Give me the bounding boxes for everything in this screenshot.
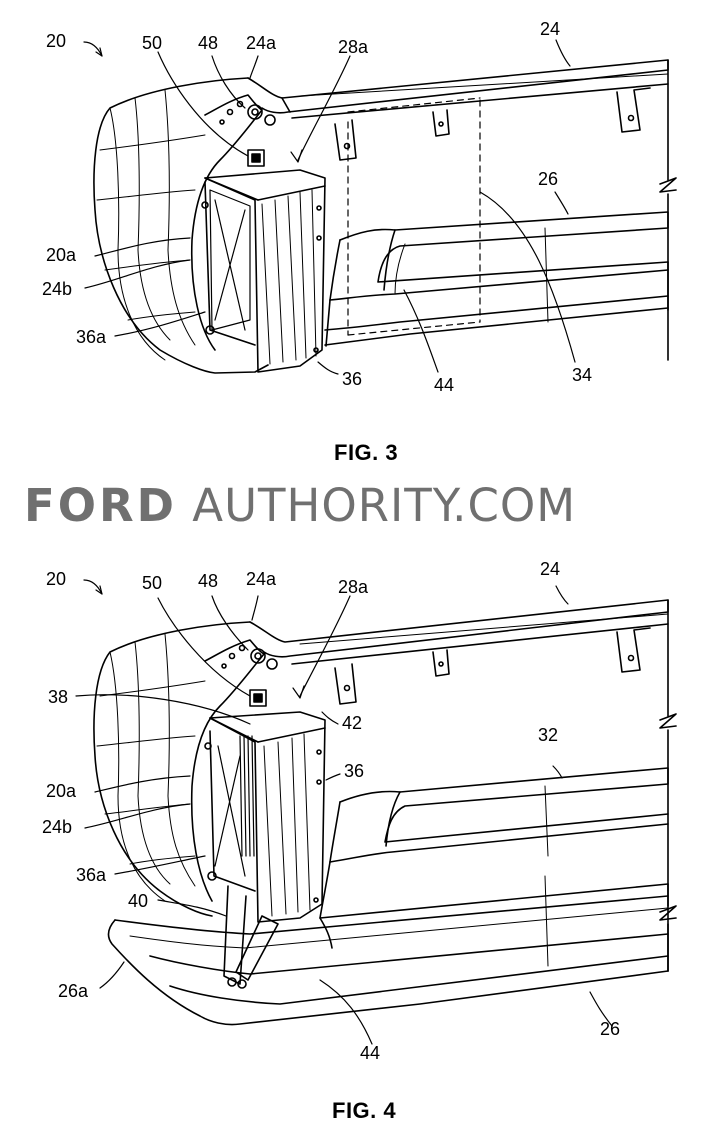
label-48: 48 [198,34,218,52]
upper-rail [250,600,668,657]
label-26: 26 [538,170,558,188]
ford-authority-watermark: FORD AUTHORITY.COM [24,478,704,534]
label-24a: 24a [246,570,276,588]
figure-3-drawing [0,0,725,470]
figure-4: 20 50 48 24a 28a 24 38 42 32 36 20a 24b … [0,556,725,1136]
label-48: 48 [198,572,218,590]
watermark-brand: FORD [24,479,177,532]
label-24: 24 [540,560,560,578]
label-36: 36 [342,370,362,388]
label-24a: 24a [246,34,276,52]
label-44: 44 [434,376,454,394]
label-36a: 36a [76,328,106,346]
label-42: 42 [342,714,362,732]
label-50: 50 [142,34,162,52]
deployed-step [108,920,668,1025]
label-34: 34 [572,366,592,384]
label-24b: 24b [42,818,72,836]
label-20a: 20a [46,246,76,264]
label-26: 26 [600,1020,620,1038]
label-28a: 28a [338,38,368,56]
lower-step [340,212,668,282]
label-40: 40 [128,892,148,910]
figure-3: 20 50 48 24a 28a 24 26 20a 24b 36a 36 44… [0,0,725,470]
label-28a: 28a [338,578,368,596]
label-50: 50 [142,574,162,592]
label-32: 32 [538,726,558,744]
rail-32 [340,768,668,842]
label-38: 38 [48,688,68,706]
watermark-rest: AUTHORITY.COM [177,479,576,532]
label-44: 44 [360,1044,380,1062]
label-36: 36 [344,762,364,780]
figure-3-caption: FIG. 3 [334,440,398,466]
label-20a: 20a [46,782,76,800]
label-20: 20 [46,32,66,50]
label-36a: 36a [76,866,106,884]
end-cap [94,78,268,373]
label-24: 24 [540,20,560,38]
label-20: 20 [46,570,66,588]
label-24b: 24b [42,280,72,298]
label-26a: 26a [58,982,88,1000]
figure-4-caption: FIG. 4 [332,1098,396,1124]
